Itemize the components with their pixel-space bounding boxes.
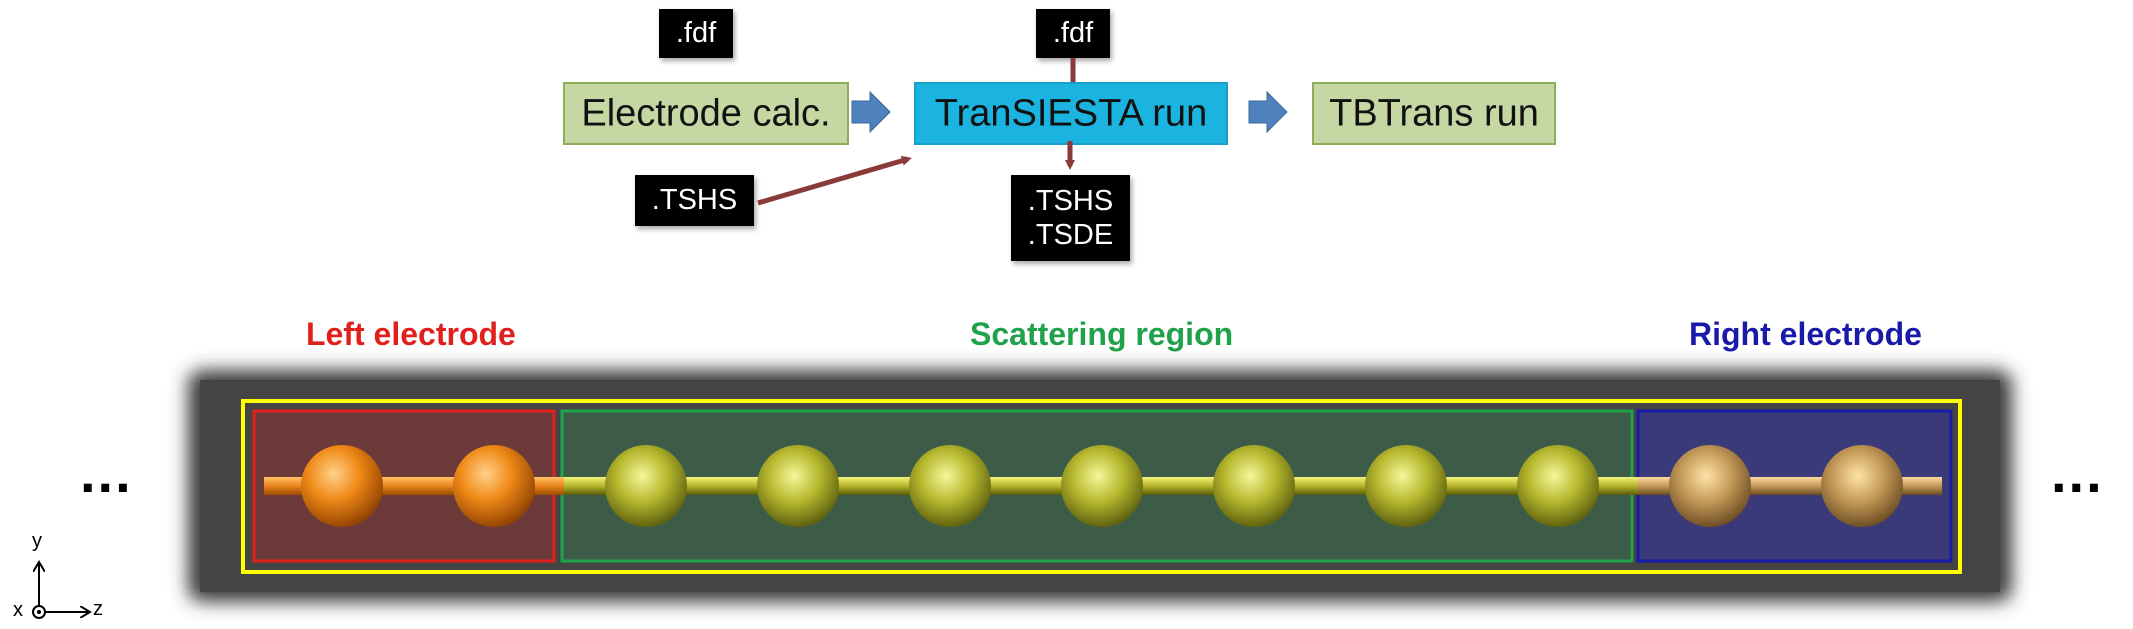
- scattering-atom: [1365, 445, 1447, 527]
- left-electrode-label: Left electrode: [306, 316, 516, 352]
- right-electrode-atom: [1821, 445, 1903, 527]
- scattering-atom: [1517, 445, 1599, 527]
- tbtrans-run-box: TBTrans run: [1312, 82, 1556, 145]
- tshs-arrow: [757, 155, 912, 206]
- output-files-tag: .TSHS .TSDE: [1011, 175, 1130, 261]
- fdf-file-tag-center: .fdf: [1036, 9, 1110, 58]
- transiesta-run-box: TranSIESTA run: [914, 82, 1228, 145]
- left-electrode-atom: [453, 445, 535, 527]
- fdf-file-tag-left: .fdf: [659, 9, 733, 58]
- left-electrode-atom: [301, 445, 383, 527]
- z-axis-label: z: [93, 598, 103, 620]
- scattering-atom: [1061, 445, 1143, 527]
- ellipsis-right: ...: [2051, 441, 2104, 504]
- right-electrode-label: Right electrode: [1689, 316, 1922, 352]
- block-arrow-1: [851, 90, 891, 134]
- scattering-region-label: Scattering region: [970, 316, 1234, 352]
- scattering-atom: [757, 445, 839, 527]
- electrode-calc-box: Electrode calc.: [563, 82, 849, 145]
- output-tshs-label: .TSHS: [1027, 185, 1114, 217]
- tshs-input-tag: .TSHS: [635, 175, 754, 226]
- electrode-calc-label: Electrode calc.: [581, 92, 831, 134]
- output-tsde-label: .TSDE: [1027, 219, 1114, 251]
- scattering-atom: [1213, 445, 1295, 527]
- ellipsis-left: ...: [80, 441, 133, 504]
- block-arrow-2: [1248, 90, 1288, 134]
- scattering-atom: [605, 445, 687, 527]
- x-axis-label: x: [13, 599, 23, 621]
- simulation-cell-frame: [241, 399, 1962, 574]
- atoms: [301, 445, 1903, 527]
- y-axis-label: y: [32, 530, 42, 552]
- tbtrans-run-label: TBTrans run: [1329, 92, 1539, 134]
- transiesta-run-label: TranSIESTA run: [934, 92, 1208, 134]
- right-electrode-atom: [1669, 445, 1751, 527]
- scattering-atom: [909, 445, 991, 527]
